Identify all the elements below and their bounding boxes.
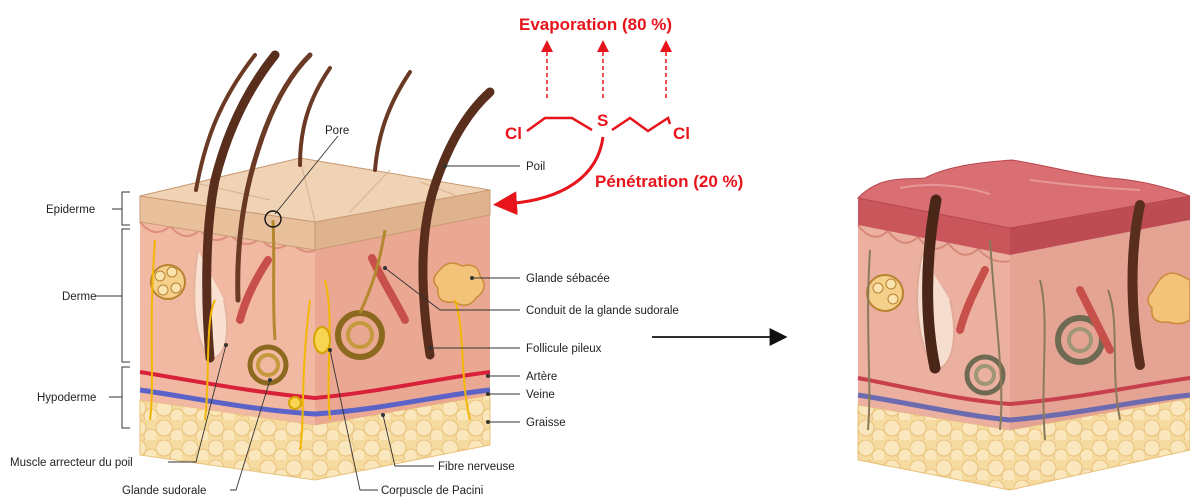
molecule-cl-right: Cl	[673, 124, 690, 143]
label-epiderme: Epiderme	[46, 204, 95, 216]
hair-5	[375, 72, 410, 170]
label-graisse: Graisse	[526, 417, 566, 429]
label-corpuscule: Corpuscle de Pacini	[381, 485, 483, 497]
sebaceous-gland-damaged	[867, 275, 903, 311]
label-glande-sudorale: Glande sudorale	[122, 485, 206, 497]
sebaceous-gland-left	[151, 265, 185, 299]
molecule-bonds-right	[612, 118, 670, 131]
pacinian-corpuscle	[314, 327, 330, 353]
label-fibre-nerveuse: Fibre nerveuse	[438, 461, 515, 473]
hair-4	[300, 68, 330, 165]
label-follicule: Follicule pileux	[526, 343, 602, 355]
label-artere: Artère	[526, 371, 557, 383]
penetration-label: Pénétration (20 %)	[595, 172, 743, 191]
molecule-bonds-left	[527, 118, 592, 131]
label-pore: Pore	[325, 125, 349, 137]
damaged-skin-block	[858, 160, 1190, 490]
molecule-cl-left: Cl	[505, 124, 522, 143]
label-veine: Veine	[526, 389, 555, 401]
molecule-s: S	[597, 111, 608, 130]
curved-arrow-icon	[505, 137, 603, 204]
hair-3	[196, 55, 255, 190]
label-glande-sebacee: Glande sébacée	[526, 273, 610, 285]
layer-brackets	[95, 192, 130, 428]
label-poil: Poil	[526, 161, 545, 173]
label-conduit: Conduit de la glande sudorale	[526, 305, 679, 317]
mustard-gas-annotation: Evaporation (80 %) Cl S Cl Pénétration (…	[505, 15, 743, 204]
healthy-skin-block	[140, 55, 490, 480]
sweat-duct	[273, 220, 275, 340]
label-muscle-arrecteur: Muscle arrecteur du poil	[10, 457, 133, 469]
label-derme: Derme	[62, 291, 97, 303]
label-hypoderme: Hypoderme	[37, 392, 96, 404]
evaporation-label: Evaporation (80 %)	[519, 15, 672, 34]
